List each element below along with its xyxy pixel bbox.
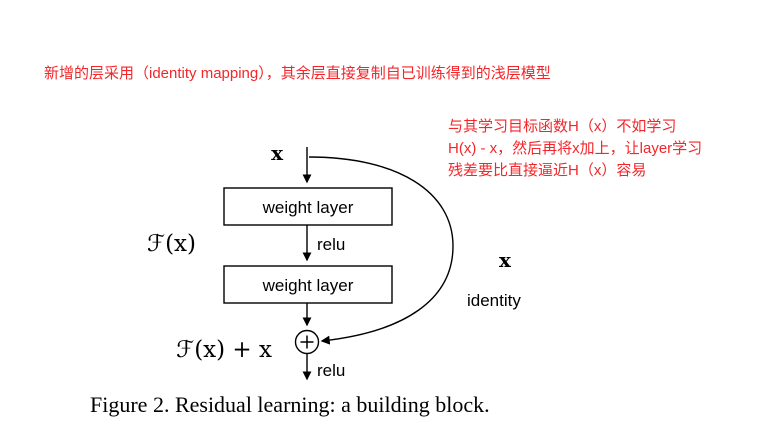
input-x-label: x (271, 141, 284, 165)
weight-layer-2-label: weight layer (262, 276, 354, 295)
skip-x-label: x (499, 248, 512, 272)
weight-layer-2-box (223, 265, 393, 304)
top-annotation: 新增的层采用（identity mapping），其余层直接复制自已训练得到的浅… (44, 65, 551, 82)
weight-layer-1-box (223, 187, 393, 226)
side-annotation-line-3: 残差要比直接逼近H（x）容易 (448, 162, 647, 179)
plus-icon (300, 335, 314, 349)
addition-node (294, 329, 320, 355)
side-annotation-line-1: 与其学习目标函数H（x）不如学习 (448, 118, 677, 135)
identity-label: identity (467, 291, 521, 310)
relu-label-2: relu (317, 361, 345, 380)
output-sum-label: ℱ(x) + x (176, 337, 272, 363)
skip-connection-curve (308, 156, 454, 345)
relu-label-1: relu (317, 235, 345, 254)
weight-layer-1-label: weight layer (262, 198, 354, 217)
figure-caption: Figure 2. Residual learning: a building … (90, 392, 490, 417)
side-annotation: 与其学习目标函数H（x）不如学习 H(x) - x，然后再将x加上，让layer… (448, 116, 702, 182)
residual-function-label: ℱ(x) (147, 231, 196, 257)
side-annotation-line-2: H(x) - x，然后再将x加上，让layer学习 (448, 140, 703, 157)
